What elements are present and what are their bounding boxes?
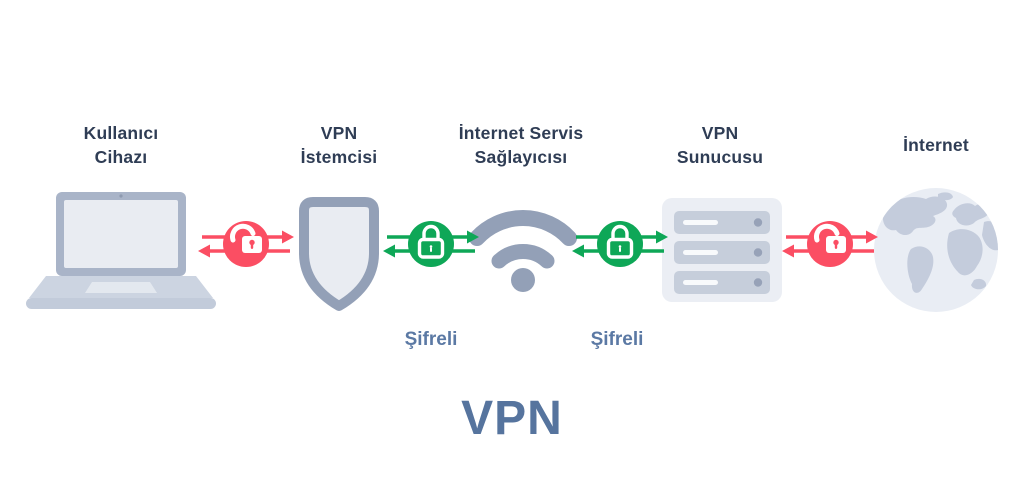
server-bay-3 bbox=[674, 271, 770, 294]
shield-icon bbox=[299, 197, 379, 311]
encrypted-label-2: Şifreli bbox=[590, 329, 644, 350]
globe-icon bbox=[874, 188, 998, 312]
laptop-icon bbox=[26, 192, 216, 309]
link-encrypted-closed-lock-icon bbox=[383, 221, 479, 267]
server-icon bbox=[662, 198, 782, 302]
label-internet: İnternet bbox=[866, 114, 1006, 176]
wifi-icon bbox=[469, 210, 577, 292]
link-encrypted-closed-lock-icon bbox=[572, 221, 668, 267]
label-isp: İnternet Servis Sağlayıcısı bbox=[426, 114, 616, 176]
label-isp-line1: İnternet Servis bbox=[458, 123, 584, 143]
globe-continents bbox=[882, 192, 998, 293]
label-vpn-server-line1: VPN bbox=[701, 123, 739, 143]
label-user-device-line2: Cihazı bbox=[94, 147, 148, 167]
label-vpn-client-line1: VPN bbox=[320, 123, 358, 143]
label-user-device: Kullanıcı Cihazı bbox=[33, 114, 209, 176]
label-internet-line1: İnternet bbox=[903, 135, 969, 155]
diagram-title: VPN bbox=[461, 392, 563, 445]
closed-padlock-glyph bbox=[417, 224, 445, 259]
server-bay-2 bbox=[674, 241, 770, 264]
label-vpn-server: VPN Sunucusu bbox=[645, 114, 795, 176]
label-vpn-server-line2: Sunucusu bbox=[676, 147, 764, 167]
server-bay-1 bbox=[674, 211, 770, 234]
encrypted-label-1: Şifreli bbox=[404, 329, 458, 350]
label-vpn-client: VPN İstemcisi bbox=[269, 114, 409, 176]
closed-padlock-glyph bbox=[606, 224, 634, 259]
open-padlock-glyph bbox=[230, 223, 262, 253]
label-user-device-line1: Kullanıcı bbox=[83, 123, 159, 143]
open-padlock-glyph bbox=[814, 223, 846, 253]
link-unencrypted-open-lock-icon bbox=[782, 221, 878, 267]
link-unencrypted-open-lock-icon bbox=[198, 221, 294, 267]
label-vpn-client-line2: İstemcisi bbox=[300, 147, 378, 167]
label-isp-line2: Sağlayıcısı bbox=[474, 147, 568, 167]
